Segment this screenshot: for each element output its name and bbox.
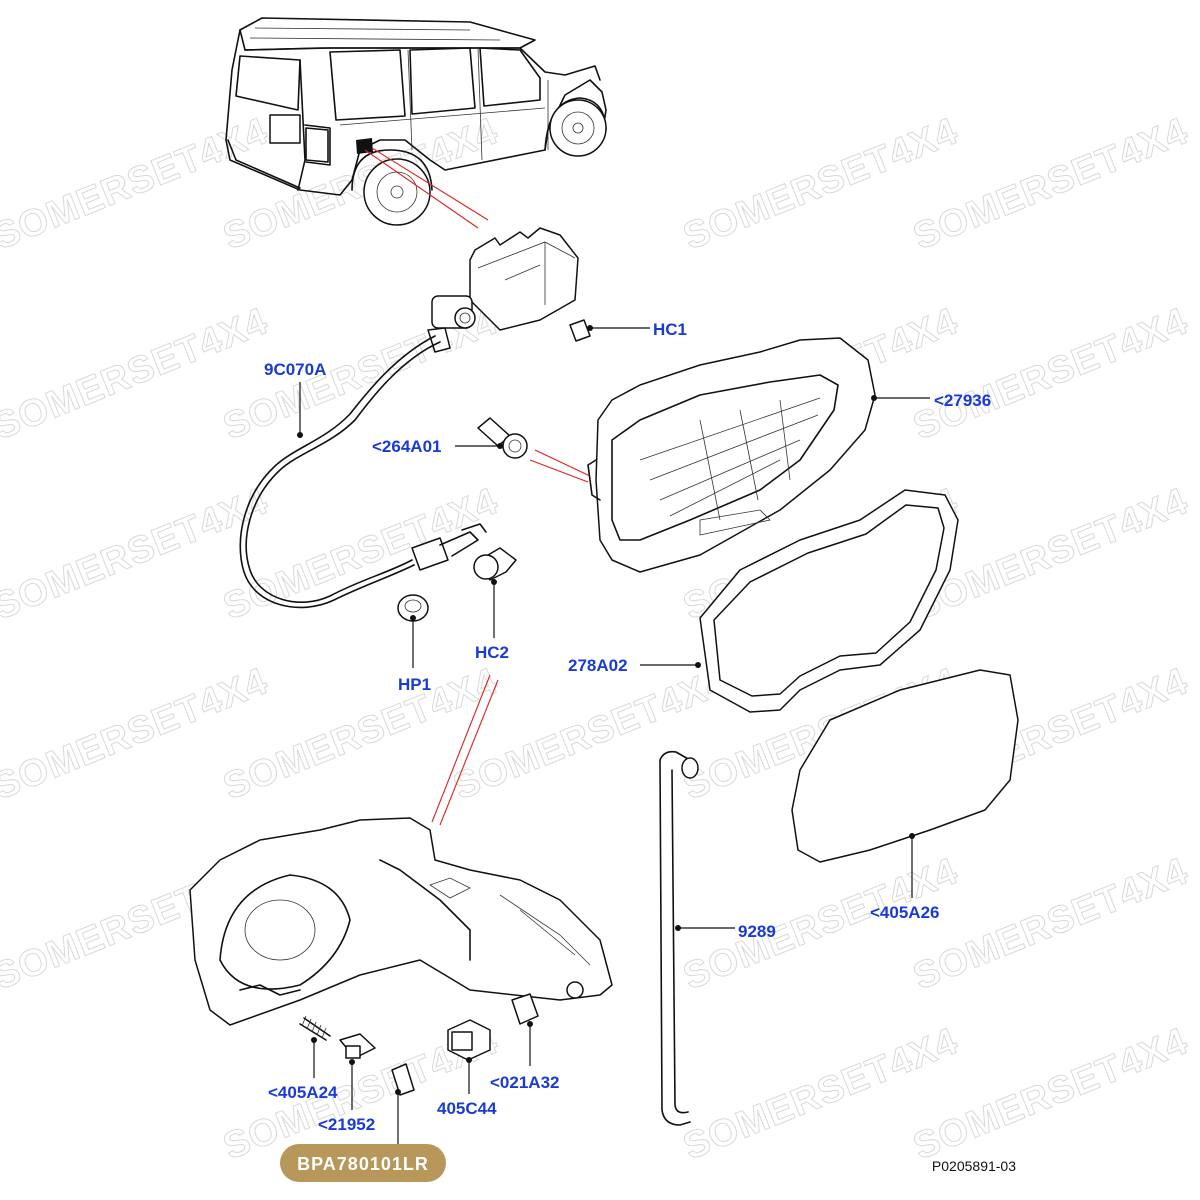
badge-label: BPA780101LR: [297, 1154, 429, 1174]
label-405a26: <405A26: [870, 903, 939, 922]
label-9289: 9289: [738, 922, 776, 941]
release-cable: [239, 335, 487, 609]
label-27936: <27936: [934, 391, 991, 410]
latch-21952: [339, 1033, 376, 1059]
filler-housing-27936: [587, 337, 876, 573]
label-leaders: [297, 325, 930, 1148]
label-hc1: HC1: [653, 320, 687, 339]
label-21952: <21952: [318, 1115, 375, 1134]
bush-hc2: [473, 547, 517, 581]
label-hc2: HC2: [475, 643, 509, 662]
label-278a02: 278A02: [568, 656, 628, 675]
watermark-layer: SOMERSET4X4 SOMERSET4X4 SOMERSET4X4 SOME…: [0, 110, 1194, 1169]
badge-background: [280, 1144, 446, 1182]
label-264a01: <264A01: [372, 437, 441, 456]
label-021a32: <021A32: [490, 1073, 559, 1092]
drain-hose-9289: [659, 750, 699, 1126]
clip-bpa780101lr: [391, 1063, 415, 1096]
connector-021a32: [511, 993, 539, 1025]
fuel-flap-actuator: [427, 227, 579, 353]
flap-panel-405a26: [791, 669, 1019, 863]
label-hp1: HP1: [398, 675, 431, 694]
switch-405c44: [447, 1019, 491, 1061]
red-leader-lines: [364, 147, 591, 826]
part-number-badge: BPA780101LR: [280, 1144, 446, 1182]
spring-405a24: [299, 1015, 331, 1041]
label-405a24: <405A24: [268, 1083, 338, 1102]
diagram-reference: P0205891-03: [932, 1158, 1016, 1174]
label-405c44: 405C44: [437, 1099, 497, 1118]
filler-pocket-assembly: [189, 817, 613, 1026]
label-9c070a: 9C070A: [264, 360, 326, 379]
gasket-278a02: [699, 489, 959, 713]
vehicle-illustration: [225, 17, 607, 226]
clip-hc1: [569, 319, 591, 342]
plunger-264a01: [477, 417, 528, 459]
